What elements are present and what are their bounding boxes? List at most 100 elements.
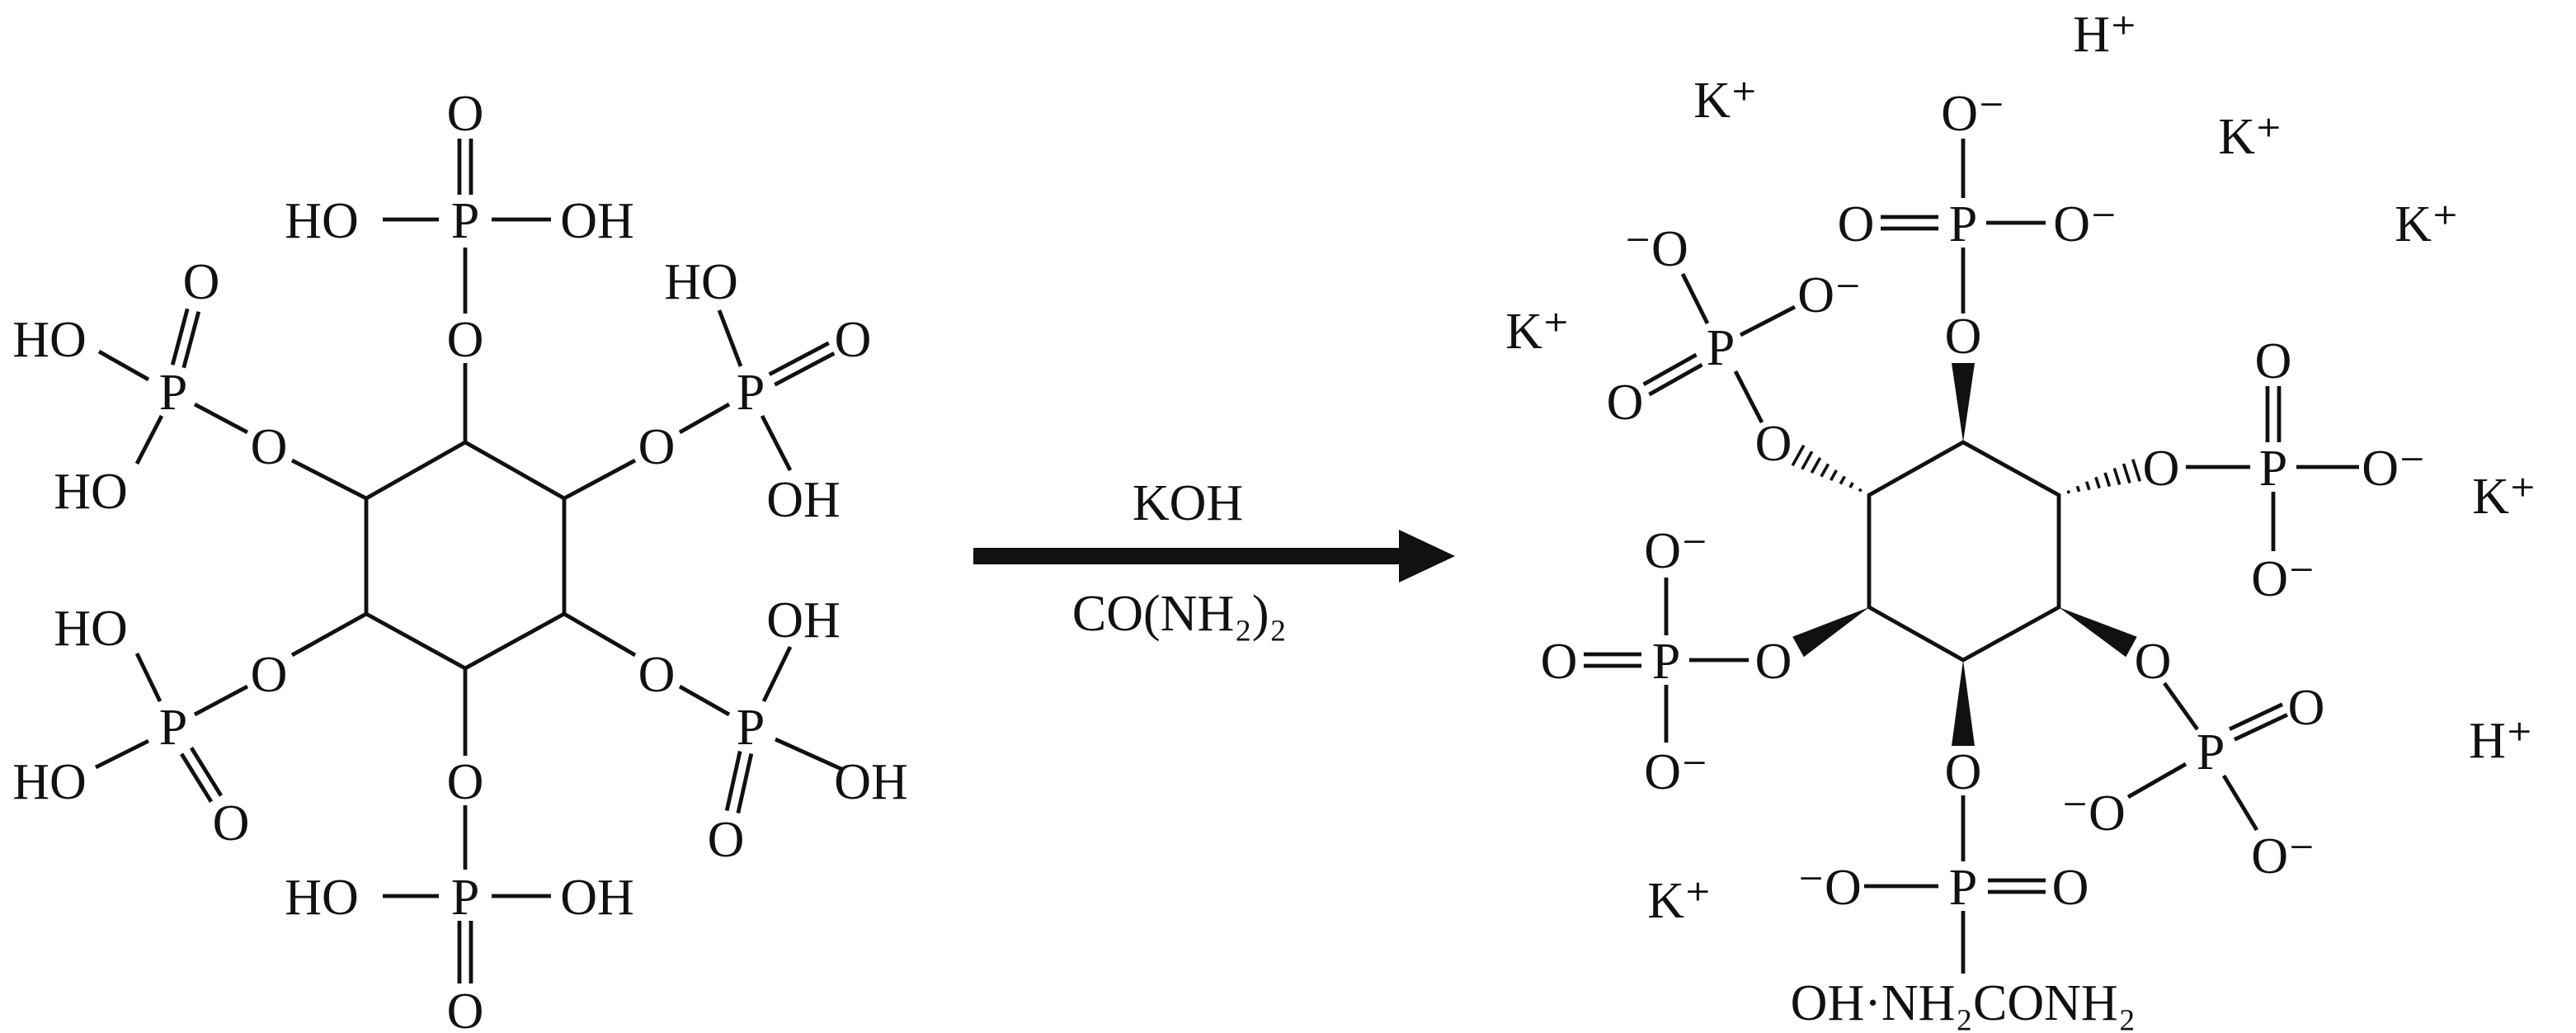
counter-ion: H⁺	[2469, 713, 2533, 769]
double-bond	[724, 750, 754, 814]
atom-label: HO	[54, 601, 128, 657]
atom-label: OH	[766, 592, 841, 649]
counter-ion: K⁺	[2395, 196, 2459, 252]
atom-label: P	[159, 700, 187, 756]
atom-label: O	[2052, 860, 2089, 916]
atom-label: O	[1607, 375, 1644, 431]
atom-label: O	[1755, 634, 1792, 690]
atom-label: O⁻	[2251, 551, 2315, 607]
atom-label: HO	[664, 254, 738, 310]
cyclohexane-ring-product	[1867, 440, 2061, 663]
double-bond	[457, 139, 473, 195]
atom-label: O	[638, 647, 676, 703]
double-bond	[1988, 878, 2046, 894]
atom-label: P	[737, 700, 765, 756]
atom-label: O	[1541, 634, 1578, 690]
atom-label: ⁻O	[2061, 785, 2126, 842]
single-bond	[1739, 304, 1797, 337]
atom-label: O	[1755, 416, 1792, 472]
single-bond	[2126, 762, 2187, 800]
wedge-bond	[1952, 660, 1975, 746]
counter-ion: K⁺	[2218, 109, 2282, 165]
atom-label: P	[737, 365, 765, 421]
single-bond	[1680, 272, 1710, 325]
atom-label: O	[213, 795, 250, 851]
atom-label: P	[1949, 860, 1977, 916]
atom-label: O⁻	[1797, 267, 1862, 323]
atom-label: ⁻O	[1624, 221, 1688, 277]
atom-label: P	[2259, 441, 2287, 497]
reaction-arrow	[973, 530, 1455, 583]
atom-label: O⁻	[2251, 828, 2315, 884]
reagent-koh: KOH	[1133, 475, 1243, 531]
double-bond	[180, 747, 223, 803]
wedge-bond	[1952, 363, 1975, 442]
atom-label: O	[835, 312, 872, 368]
double-bond	[1881, 215, 1938, 231]
single-bond	[761, 645, 793, 703]
single-bond	[2221, 774, 2259, 832]
atom-label: OH	[560, 193, 634, 249]
atom-label: O⁻	[1644, 523, 1708, 579]
wedge-bond	[1792, 607, 1869, 658]
double-bond	[768, 341, 836, 387]
atom-label: HO	[285, 193, 359, 249]
atom-label: O⁻	[2362, 441, 2426, 497]
wedge-bond	[2059, 607, 2137, 658]
single-bond	[134, 414, 164, 465]
atom-label: O	[2135, 634, 2172, 690]
single-bond	[290, 611, 368, 658]
counter-ion: K⁺	[1505, 304, 1570, 360]
single-bond	[193, 402, 249, 435]
atom-label: O	[1945, 744, 1982, 800]
single-bond	[563, 611, 637, 658]
single-bond	[193, 684, 249, 717]
single-bond	[563, 458, 637, 501]
cyclohexane-ring-reactant	[364, 440, 567, 671]
atom-label: O⁻	[1941, 86, 2005, 142]
atom-label: HO	[12, 754, 87, 810]
atom-label: O	[1945, 309, 1982, 365]
atom-label: HO	[285, 870, 359, 926]
atom-label: O	[447, 754, 484, 810]
hashed-bond	[2066, 459, 2141, 494]
bonds	[94, 139, 2359, 983]
atom-label: HO	[54, 464, 128, 520]
atom-label: O	[447, 983, 484, 1033]
atom-label: P	[2197, 724, 2225, 781]
atom-label: P	[1707, 320, 1735, 376]
atom-label: O	[447, 312, 484, 368]
single-bond	[1733, 370, 1764, 424]
atom-label: P	[451, 870, 479, 926]
atom-label: O	[708, 812, 745, 868]
atom-label: O	[447, 86, 484, 142]
atom-label: OH	[766, 472, 841, 528]
single-bond	[678, 684, 731, 717]
atom-label: P	[1652, 634, 1680, 690]
atom-label: OH	[560, 870, 634, 926]
double-bond	[170, 308, 201, 369]
single-bond	[2163, 682, 2199, 731]
single-bond	[290, 458, 368, 501]
atom-label: O⁻	[2053, 196, 2117, 252]
double-bond	[2265, 386, 2282, 442]
atom-label: P	[451, 193, 479, 249]
double-bond	[1584, 652, 1641, 668]
atom-label: P	[1949, 196, 1977, 252]
atom-label: ⁻O	[1797, 860, 1862, 916]
atom-label: O⁻	[1644, 744, 1708, 800]
atom-label: O	[2288, 680, 2325, 736]
atom-label: HO	[12, 312, 87, 368]
reagent-urea: CO(NH₂)₂	[1072, 586, 1287, 642]
single-bond	[97, 349, 150, 382]
double-bond	[1642, 352, 1703, 397]
arrow-head	[1399, 530, 1455, 583]
single-bond	[94, 738, 150, 770]
single-bond	[760, 414, 793, 472]
atom-label: O	[1838, 196, 1875, 252]
single-bond	[717, 309, 743, 367]
counter-ion: K⁺	[1647, 873, 1712, 929]
hashed-bond	[1791, 444, 1863, 493]
atom-label: P	[159, 365, 187, 421]
